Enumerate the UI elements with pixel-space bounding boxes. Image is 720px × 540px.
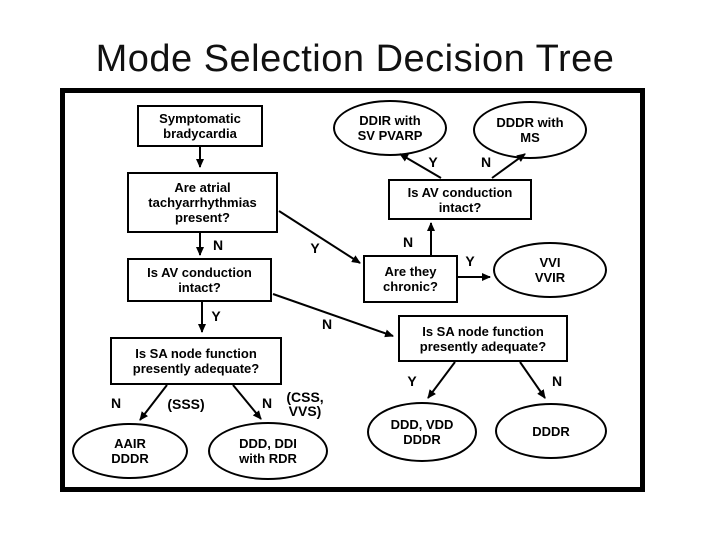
node-label: DDDR with MS <box>496 115 564 145</box>
edge-label-n: N <box>261 395 273 411</box>
node-sa-node-right: Is SA node function presently adequate? <box>398 315 568 362</box>
edge-label-n: N <box>480 154 492 170</box>
node-are-they-chronic: Are they chronic? <box>363 255 458 303</box>
node-label: DDD, VDD DDDR <box>390 417 454 447</box>
edge-label-y: Y <box>407 373 417 389</box>
edge-label-y: Y <box>310 240 320 256</box>
edge-label-y: Y <box>211 308 221 324</box>
node-ddir-sv-pvarp: DDIR with SV PVARP <box>333 100 447 156</box>
node-label: Is SA node function presently adequate? <box>419 323 547 354</box>
node-label: Are they chronic? <box>383 264 438 294</box>
node-ddd-vdd-dddr: DDD, VDD DDDR <box>367 402 477 462</box>
edge-label-n: N <box>212 237 224 253</box>
edge-label-n: N <box>321 316 333 332</box>
edge-label-y: Y <box>428 154 438 170</box>
node-ddd-ddi-with-rdr: DDD, DDI with RDR <box>208 422 328 480</box>
node-sa-node-left: Is SA node function presently adequate? <box>110 337 282 385</box>
node-label: Are atrial tachyarrhythmias present? <box>148 180 257 225</box>
edge-label-n: N <box>551 373 563 389</box>
node-av-conduction-right: Is AV conduction intact? <box>388 179 532 220</box>
node-label: VVI VVIR <box>534 255 566 285</box>
edge-label-y: Y <box>465 253 475 269</box>
edge-label-n: N <box>110 395 122 411</box>
node-label: DDIR with SV PVARP <box>357 113 423 143</box>
node-label: Symptomatic bradycardia <box>159 111 241 141</box>
node-aair-dddr: AAIR DDDR <box>72 423 188 479</box>
page-title: Mode Selection Decision Tree <box>95 38 615 80</box>
node-label: DDDR <box>532 423 570 439</box>
node-atrial-tachyarrhythmias: Are atrial tachyarrhythmias present? <box>127 172 278 233</box>
node-dddr-with-ms: DDDR with MS <box>473 101 587 159</box>
node-dddr: DDDR <box>495 403 607 459</box>
node-label: AAIR DDDR <box>111 436 149 466</box>
node-vvi-vvir: VVI VVIR <box>493 242 607 298</box>
node-av-conduction-left: Is AV conduction intact? <box>127 258 272 302</box>
node-symptomatic-bradycardia: Symptomatic bradycardia <box>137 105 263 147</box>
node-label: Is AV conduction intact? <box>407 184 513 215</box>
edge-label-css-vvs: (CSS, VVS) <box>286 389 324 419</box>
edge-label-n: N <box>402 234 414 250</box>
node-label: Is AV conduction intact? <box>147 265 252 295</box>
node-label: Is SA node function presently adequate? <box>132 346 260 376</box>
node-label: DDD, DDI with RDR <box>239 436 297 466</box>
edge-label-sss: (SSS) <box>167 396 205 412</box>
